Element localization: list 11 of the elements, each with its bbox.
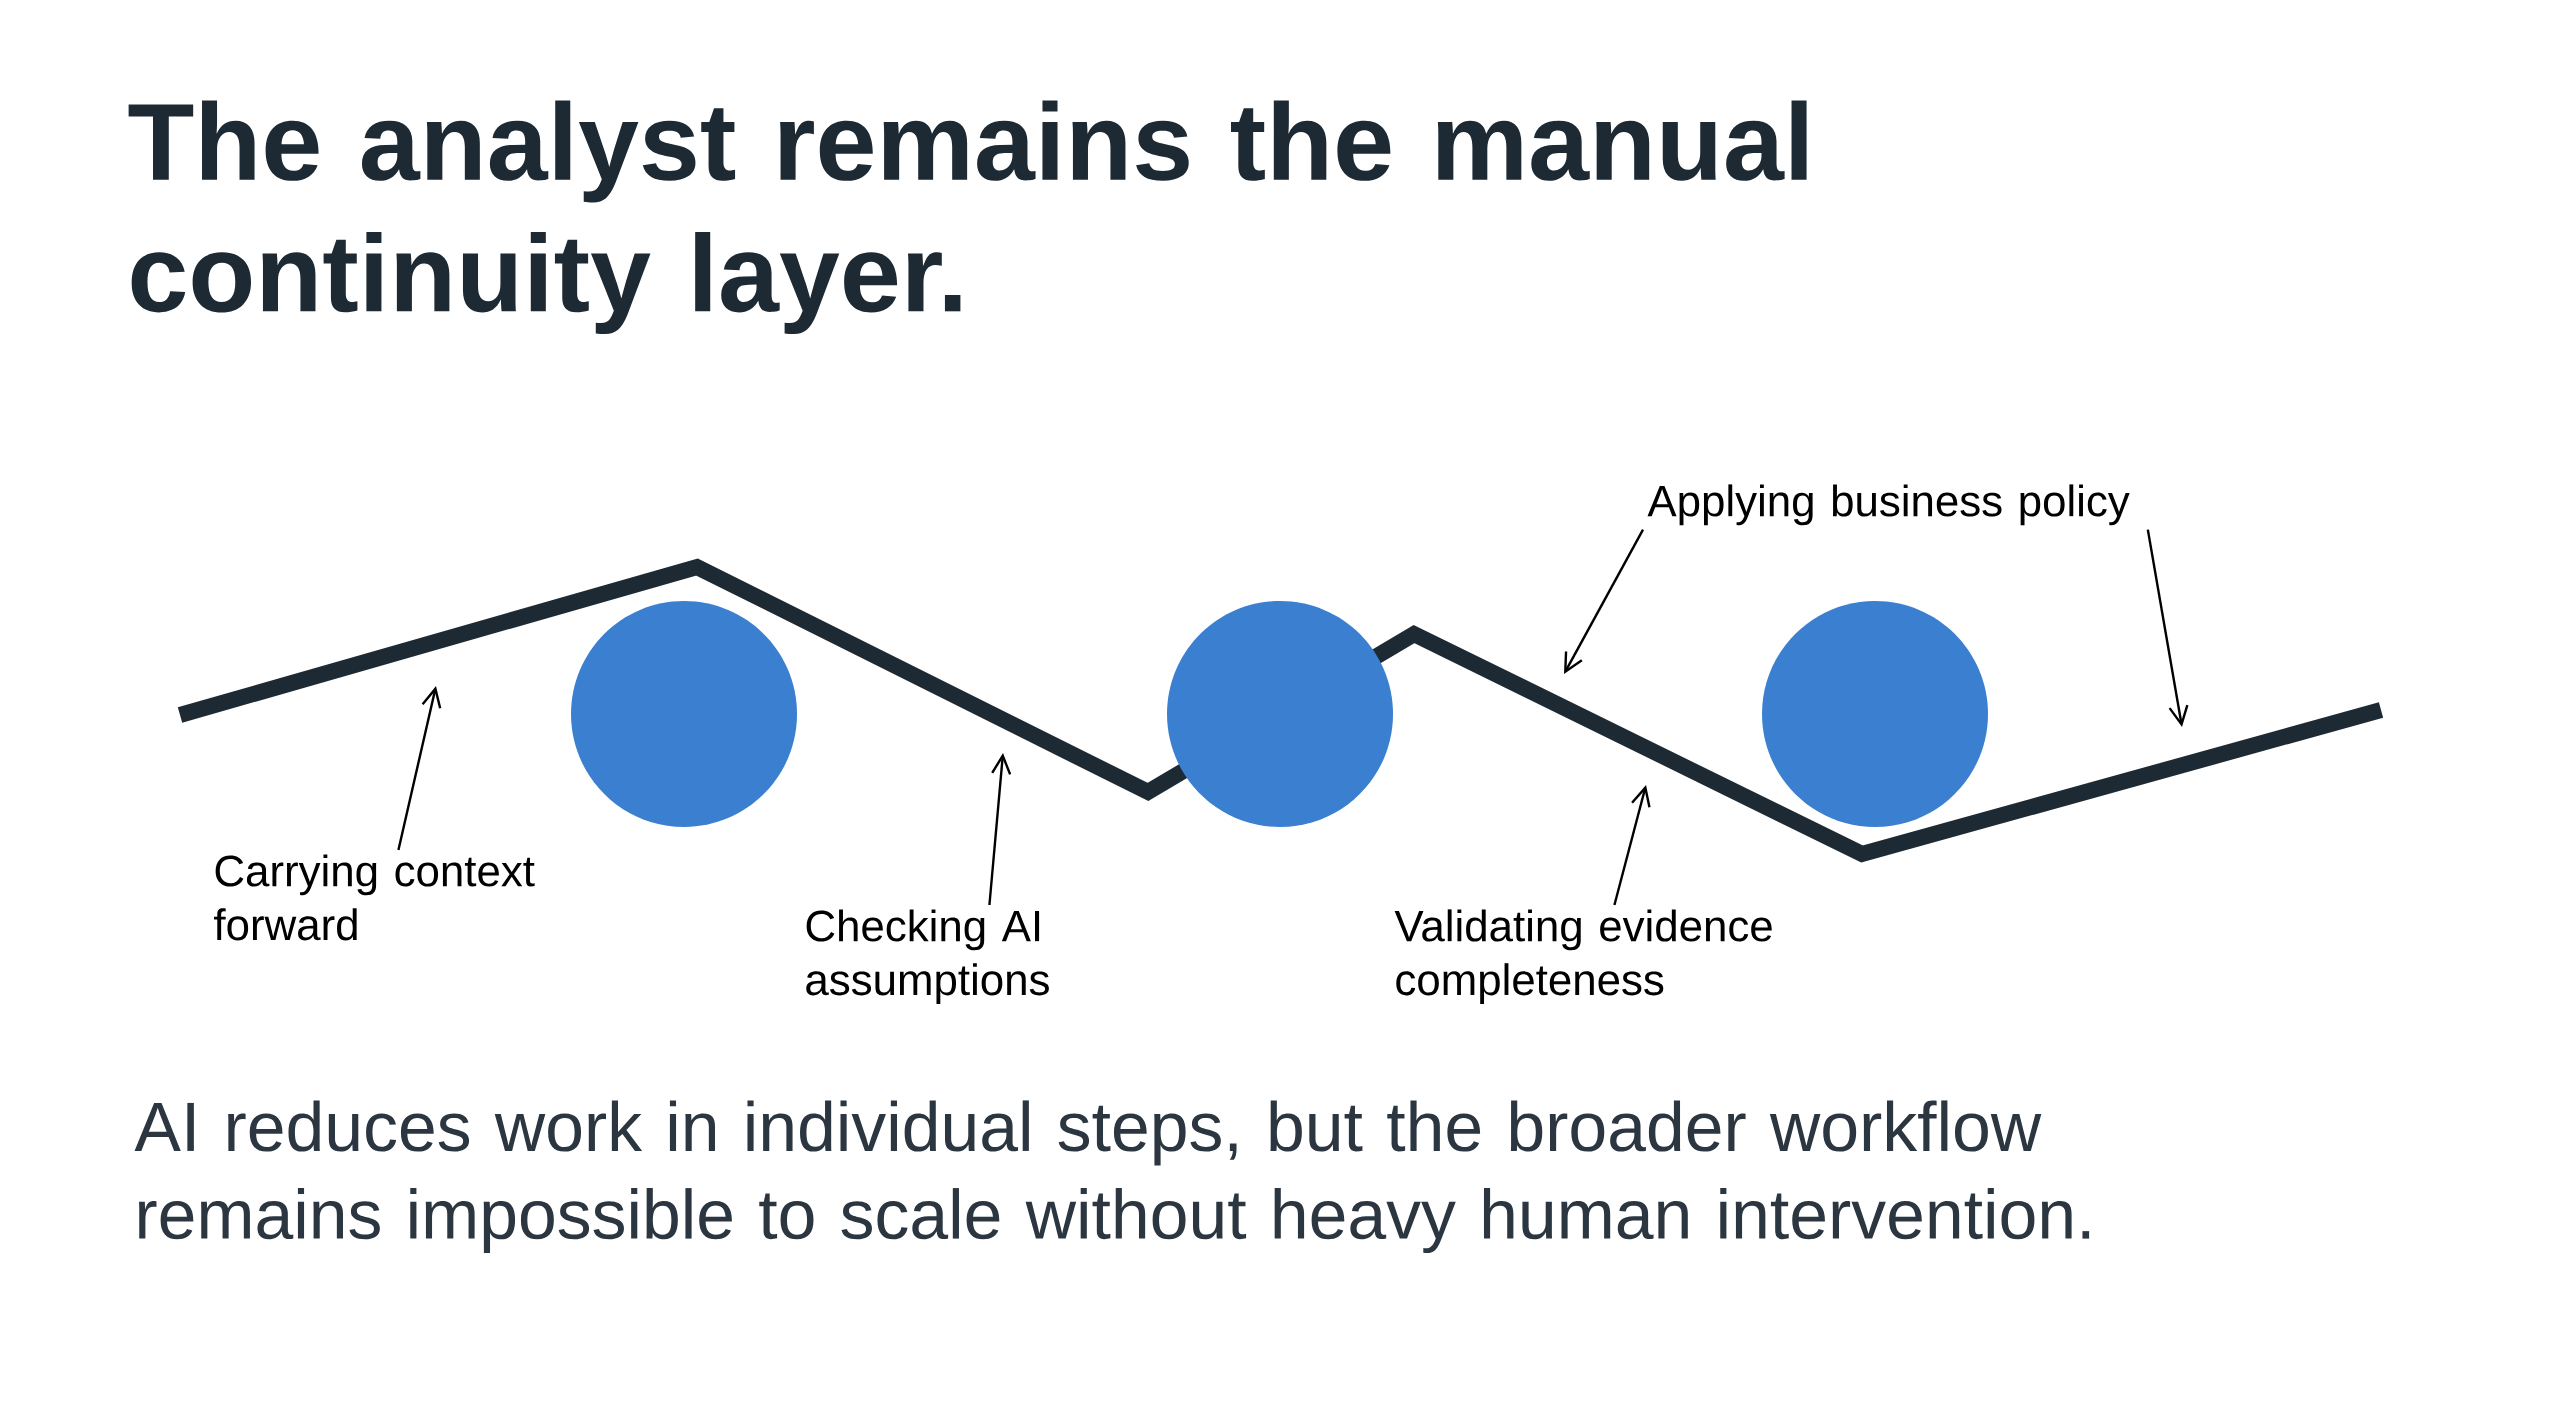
leader-arrow: [397, 686, 442, 851]
annotation-label: Checking AI assumptions: [806, 909, 1049, 1005]
leader-arrow: [988, 753, 1012, 906]
annotation-label: Validating evidence completeness: [1394, 909, 1772, 1005]
annotation-label: Carrying context forward: [214, 854, 535, 941]
annotation-label: Applying business policy: [1647, 484, 2130, 526]
leader-arrow: [1564, 529, 1645, 674]
title: The analyst remains the manual continuity layer.: [128, 100, 1807, 335]
leader-arrow: [1613, 785, 1651, 906]
leader-arrow: [2146, 529, 2189, 727]
caption: AI reduces work in individual steps, but the broader workflow remains impossible to scale without heavy human intervention.: [134, 1100, 2090, 1254]
